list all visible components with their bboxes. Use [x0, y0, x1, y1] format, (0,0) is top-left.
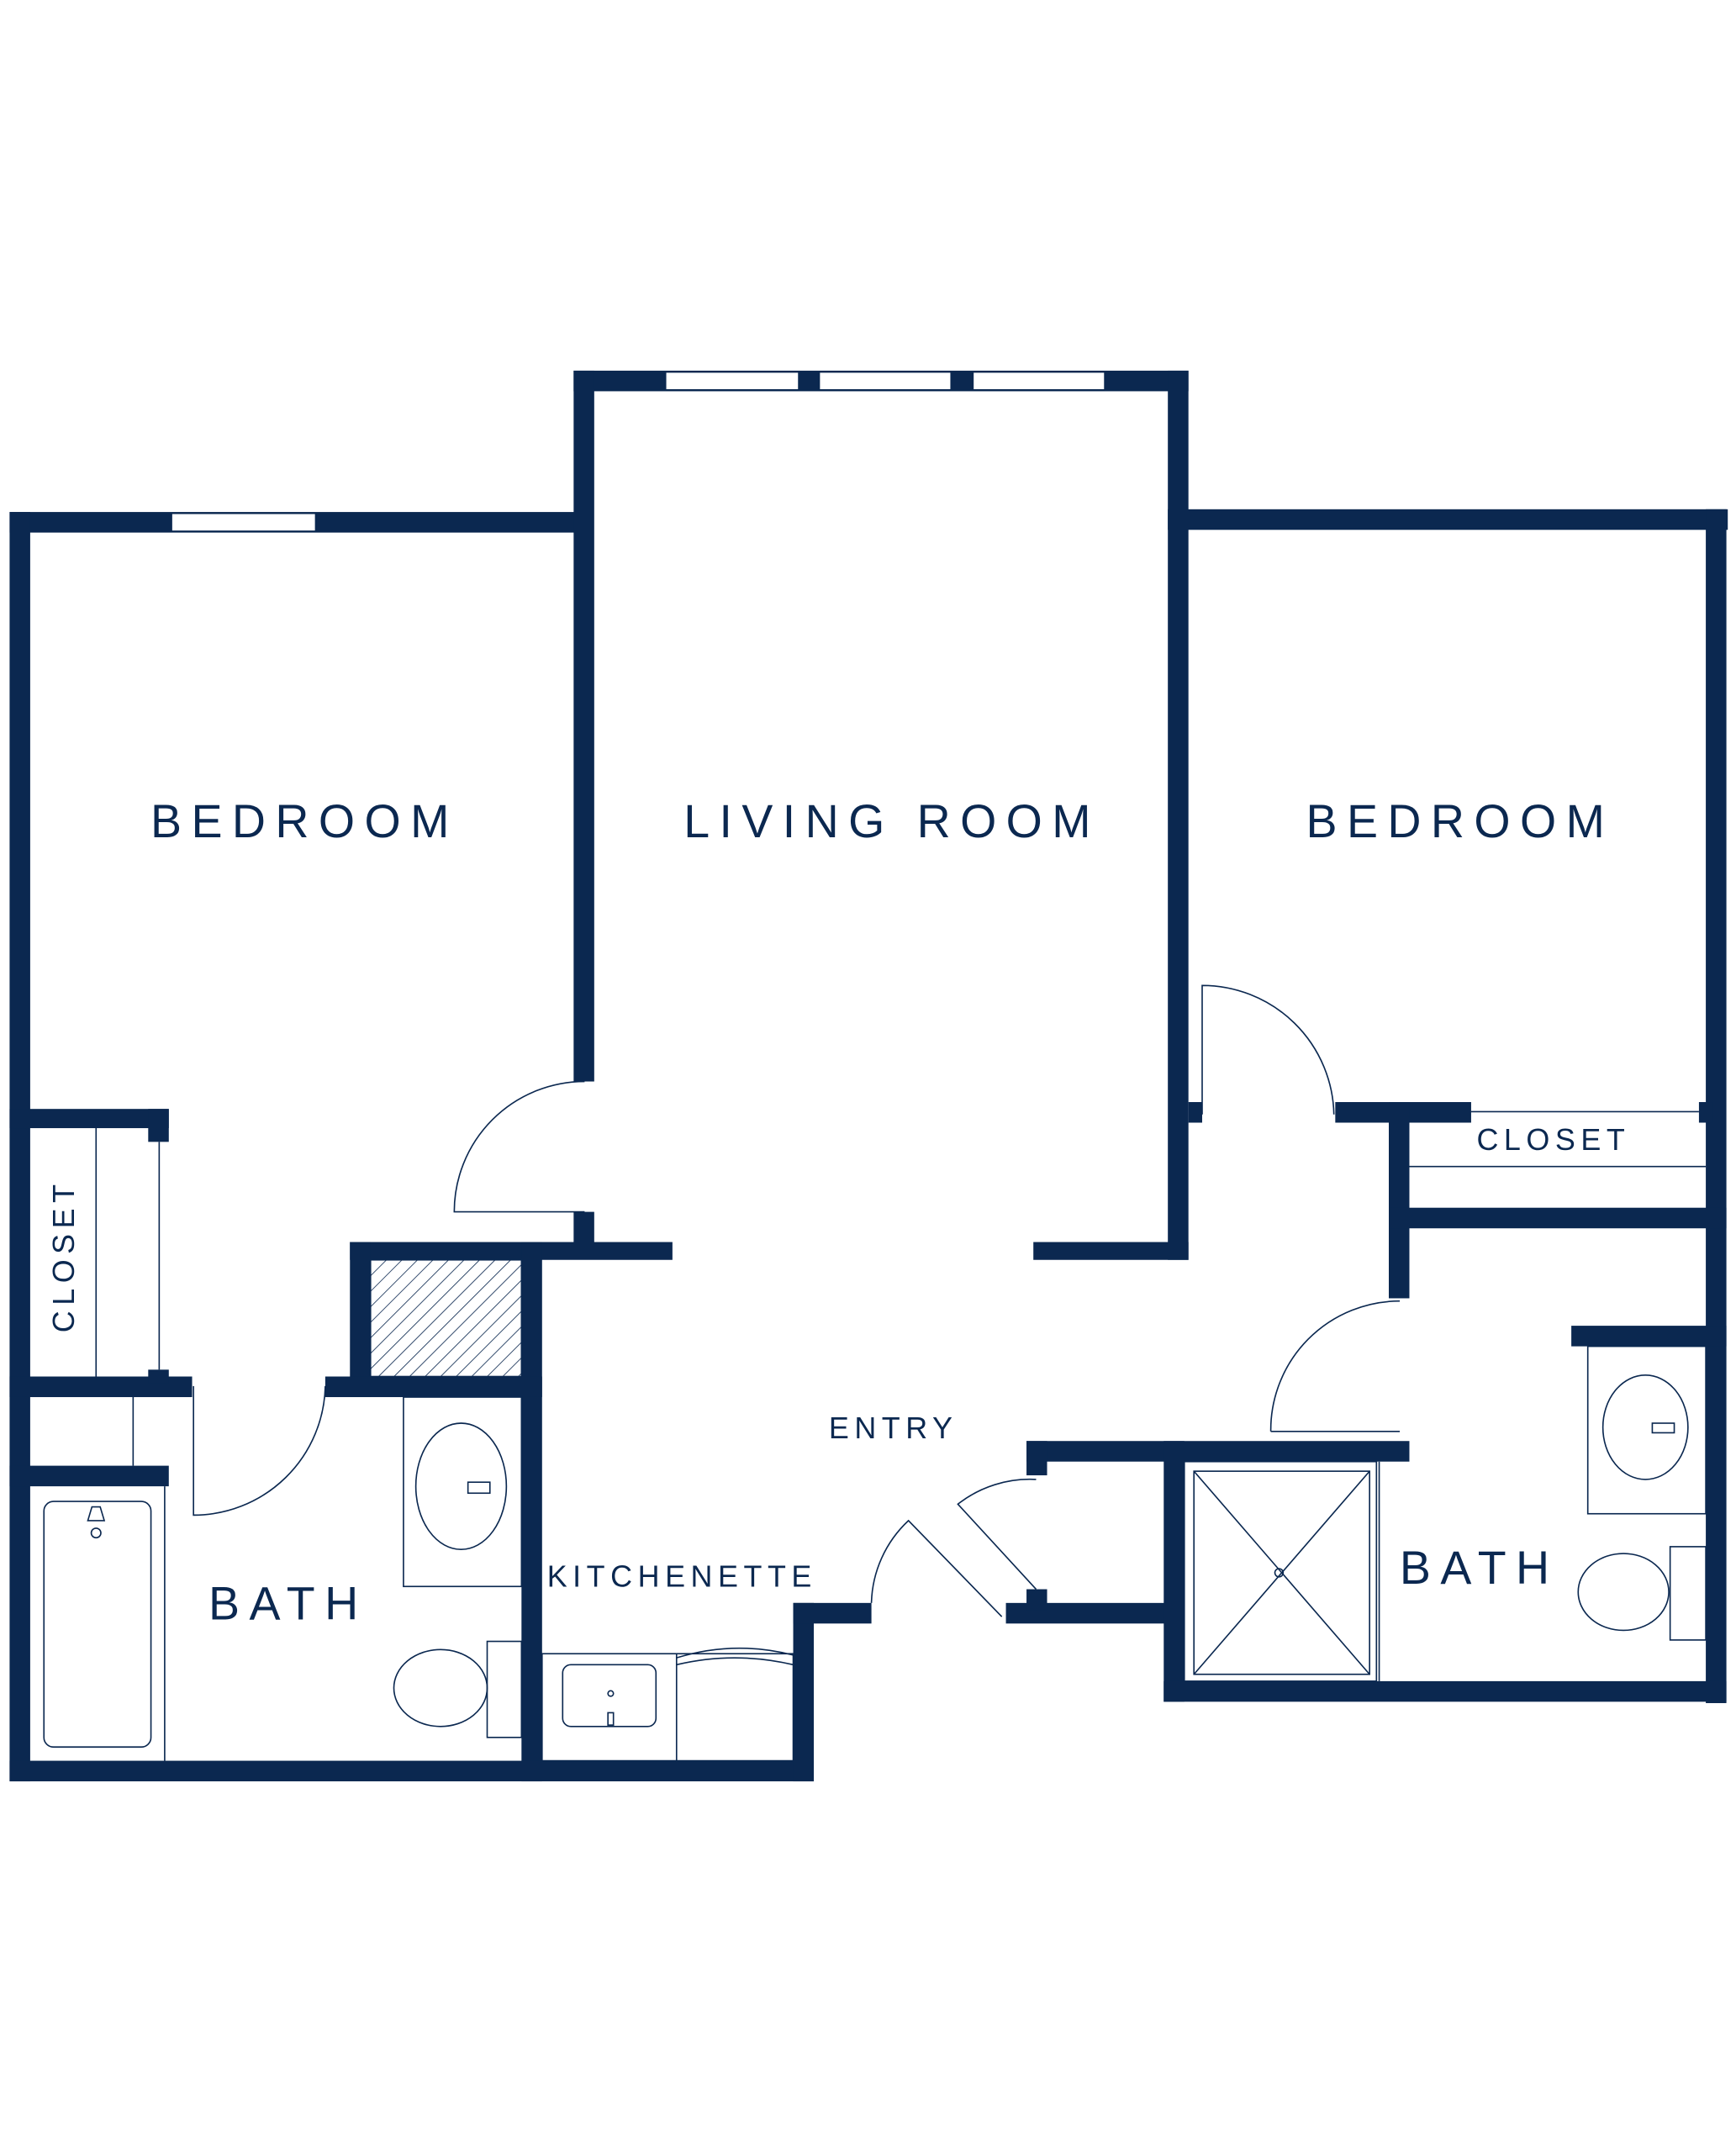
toilet: [393, 1648, 488, 1727]
mechanical-chase: [369, 1258, 523, 1378]
label-kitchenette: KITCHENETTE: [547, 1559, 817, 1593]
label-closet-right: CLOSET: [1476, 1122, 1630, 1157]
label-closet-left: CLOSET: [46, 1179, 81, 1332]
label-bedroom-right: BEDROOM: [1306, 795, 1615, 847]
kitchen-sink: [562, 1664, 657, 1727]
room-labels: BEDROOM LIVING ROOM BEDROOM CLOSET CLOSE…: [46, 795, 1630, 1629]
right-bath-fixtures: [1183, 1345, 1707, 1682]
label-bedroom-left: BEDROOM: [150, 795, 459, 847]
toilet: [1577, 1553, 1670, 1632]
closet-fixtures: [95, 1128, 1707, 1466]
left-bath-fixtures: [43, 1396, 523, 1761]
label-bath-right: BATH: [1400, 1542, 1559, 1594]
shower: [1183, 1460, 1378, 1682]
kitchenette-fixtures: [541, 1647, 794, 1762]
label-entry: ENTRY: [829, 1411, 958, 1445]
windows: [171, 371, 1105, 532]
bathtub: [43, 1501, 152, 1748]
label-bath-left: BATH: [208, 1577, 368, 1629]
sink: [414, 1422, 508, 1550]
sink: [1601, 1374, 1689, 1480]
label-living-room: LIVING ROOM: [683, 795, 1100, 847]
doors: [158, 984, 1699, 1617]
walls: [9, 370, 1728, 1782]
